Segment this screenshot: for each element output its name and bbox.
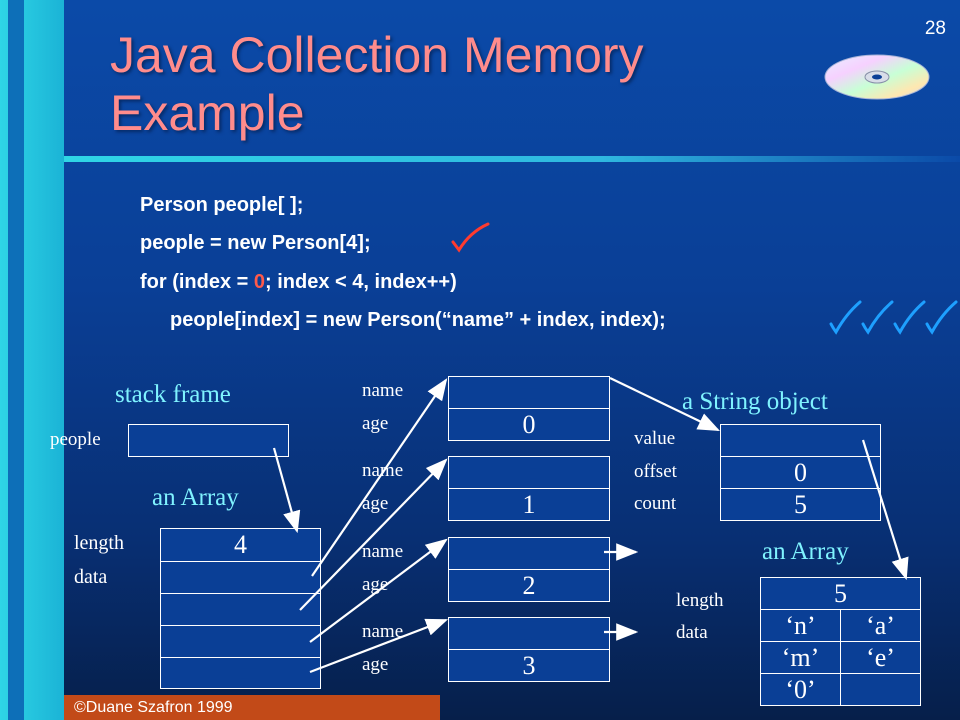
title-divider	[64, 156, 960, 162]
blue-checkmarks-icon	[829, 300, 958, 335]
person1-age-label: age	[362, 493, 389, 514]
array2-char-cell-1: ‘a’	[840, 609, 921, 642]
arrow-data3-to-person3	[309, 618, 449, 674]
person1-age-cell: 1	[448, 488, 610, 521]
person0-name-cell	[448, 376, 610, 409]
arrow-name-to-string	[609, 377, 720, 431]
person3-name-cell	[448, 617, 610, 650]
code-line-3: for (index = 0; index < 4, index++)	[140, 271, 457, 294]
page-number: 28	[924, 18, 946, 39]
array1-data-cell-2	[160, 625, 321, 658]
array2-char-cell-0: ‘n’	[760, 609, 841, 642]
person0-age-cell: 0	[448, 408, 610, 441]
person0-name-label: name	[362, 380, 404, 401]
title-line-1: Java Collection Memory	[110, 27, 644, 83]
array1-length-label: length	[74, 532, 124, 554]
people-variable-cell	[128, 424, 289, 457]
arrow-data2-to-person2	[309, 538, 448, 643]
person2-age-label: age	[362, 574, 389, 595]
array2-char-cell-5	[840, 673, 921, 706]
person2-name-cell	[448, 537, 610, 570]
code-line-3-prefix: for (index =	[140, 271, 254, 293]
array1-data-cell-1	[160, 593, 321, 626]
array1-data-cell-3	[160, 657, 321, 689]
arrow-people-to-array	[272, 447, 301, 534]
person3-name-label: name	[362, 621, 404, 642]
string-value-label: value	[634, 428, 676, 449]
arrow-data0-to-person0	[311, 378, 448, 577]
array1-data-label: data	[74, 566, 108, 588]
string-count-label: count	[634, 493, 677, 514]
person3-age-label: age	[362, 654, 389, 675]
red-checkmark-icon	[451, 222, 490, 253]
person3-age-cell: 3	[448, 649, 610, 682]
arrow-data1-to-person1	[299, 458, 448, 611]
stack-frame-label: stack frame	[115, 381, 231, 408]
cd-disc-icon	[824, 54, 930, 100]
array2-length-cell: 5	[760, 577, 921, 610]
people-label: people	[50, 429, 101, 450]
string-offset-label: offset	[634, 461, 677, 482]
footer-copyright: ©Duane Szafron 1999	[64, 695, 440, 720]
code-line-1: Person people[ ];	[140, 194, 304, 216]
person2-name-label: name	[362, 541, 404, 562]
title-line-2: Example	[110, 85, 305, 141]
person0-age-label: age	[362, 413, 389, 434]
left-accent-stripe	[8, 0, 24, 720]
arrow-value-to-char-array	[861, 439, 909, 581]
code-line-3-suffix: ; index < 4, index++)	[265, 271, 457, 293]
array1-length-cell: 4	[160, 528, 321, 562]
slide-title: Java Collection Memory Example	[110, 26, 644, 142]
array2-char-cell-4: ‘0’	[760, 673, 841, 706]
array2-length-label: length	[676, 590, 724, 611]
string-count-cell: 5	[720, 488, 881, 521]
array2-data-label: data	[676, 622, 708, 643]
code-line-3-zero: 0	[253, 271, 266, 293]
code-line-2: people = new Person[4];	[140, 232, 371, 254]
array2-label: an Array	[762, 538, 849, 565]
person2-age-cell: 2	[448, 569, 610, 602]
string-object-label: a String object	[682, 388, 828, 415]
person1-name-label: name	[362, 460, 404, 481]
array1-label: an Array	[152, 484, 239, 511]
code-line-4: people[index] = new Person(“name” + inde…	[170, 309, 666, 331]
